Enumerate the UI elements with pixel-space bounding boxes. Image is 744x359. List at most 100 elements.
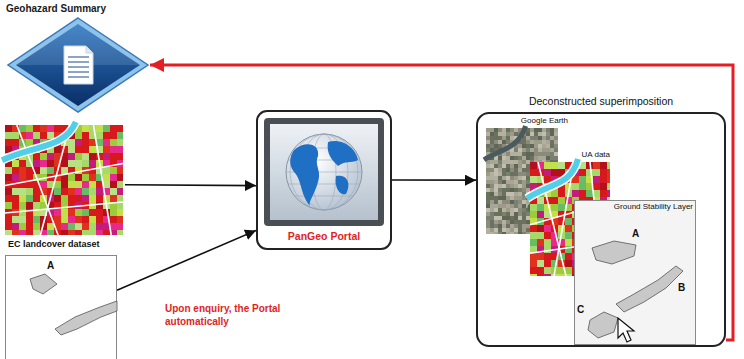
satellite-pixel: [554, 156, 558, 160]
satellite-pixel: [494, 172, 498, 176]
landcover-patch: [12, 230, 19, 235]
satellite-pixel: [510, 168, 514, 172]
landcover-patch: [33, 230, 40, 235]
landcover-patch: [75, 188, 82, 195]
landcover-patch: [110, 223, 117, 230]
hazard-polygon: [592, 241, 636, 264]
satellite-pixel: [518, 228, 522, 232]
satellite-pixel: [546, 156, 550, 160]
node-artwork: [2, 122, 123, 235]
landcover-patch: [12, 174, 19, 181]
satellite-pixel: [546, 128, 550, 132]
node-artwork: [257, 111, 391, 249]
satellite-pixel: [550, 140, 554, 144]
node-label: EC landcover dataset: [8, 239, 100, 249]
satellite-pixel: [502, 224, 506, 228]
satellite-pixel: [522, 208, 526, 212]
landcover-patch: [89, 139, 96, 146]
satellite-pixel: [518, 196, 522, 200]
landcover-patch: [75, 181, 82, 188]
satellite-pixel: [506, 164, 510, 168]
document-line: [68, 61, 89, 62]
ua-data-patch: [551, 204, 558, 211]
landcover-patch: [75, 132, 82, 139]
satellite-pixel: [498, 224, 502, 228]
satellite-pixel: [510, 196, 514, 200]
satellite-pixel: [494, 136, 498, 140]
satellite-pixel: [490, 228, 494, 232]
ua-data-patch: [544, 162, 551, 169]
hazard-polygon: [588, 312, 618, 338]
satellite-pixel: [502, 192, 506, 196]
landcover-patch: [68, 230, 75, 235]
satellite-pixel: [542, 140, 546, 144]
landcover-patch: [47, 160, 54, 167]
landcover-patch: [117, 209, 123, 216]
globe-parallel: [295, 196, 354, 197]
satellite-pixel: [506, 140, 510, 144]
ua-data-patch: [544, 274, 551, 276]
satellite-pixel: [494, 204, 498, 208]
landcover-river: [2, 122, 76, 160]
landcover-patch: [68, 160, 75, 167]
satellite-pixel: [546, 132, 550, 136]
landcover-patch: [19, 209, 26, 216]
satellite-pixel: [522, 220, 526, 224]
note-text: Upon enquiry, the Portal automatically: [165, 302, 295, 328]
landcover-patch: [110, 195, 117, 202]
ua-data-patch: [593, 183, 600, 190]
satellite-pixel: [510, 208, 514, 212]
satellite-pixel: [550, 148, 554, 152]
landcover-patch: [33, 195, 40, 202]
document-icon: [64, 46, 93, 84]
satellite-pixel: [510, 172, 514, 176]
satellite-pixel: [498, 184, 502, 188]
ua-data-patch: [544, 246, 551, 253]
landcover-patch: [40, 181, 47, 188]
node-artwork: [6, 256, 118, 359]
satellite-pixel: [494, 228, 498, 232]
ua-data-patch: [565, 232, 572, 239]
satellite-pixel: [490, 188, 494, 192]
landcover-patch: [26, 125, 33, 132]
satellite-pixel: [490, 148, 494, 152]
landcover-patch: [61, 195, 68, 202]
satellite-pixel: [526, 148, 530, 152]
landcover-patch: [110, 188, 117, 195]
satellite-pixel: [518, 168, 522, 172]
satellite-pixel: [514, 216, 518, 220]
satellite-pixel: [506, 128, 510, 132]
ua-data-patch: [551, 162, 558, 169]
satellite-pixel: [542, 152, 546, 156]
landcover-patch: [89, 174, 96, 181]
ua-data-patch: [544, 260, 551, 267]
satellite-pixel: [494, 192, 498, 196]
satellite-pixel: [518, 188, 522, 192]
landcover-patch: [110, 167, 117, 174]
ua-data-patch: [579, 169, 586, 176]
satellite-pixel: [514, 176, 518, 180]
satellite-pixel: [522, 224, 526, 228]
satellite-pixel: [530, 136, 534, 140]
landcover-patch: [61, 181, 68, 188]
summary-diamond: [8, 18, 148, 112]
satellite-pixel: [510, 184, 514, 188]
satellite-pixel: [526, 228, 530, 232]
landcover-patch: [19, 125, 26, 132]
satellite-pixel: [502, 216, 506, 220]
satellite-pixel: [506, 216, 510, 220]
satellite-pixel: [510, 200, 514, 204]
ua-data-patch: [593, 176, 600, 183]
landcover-patch: [110, 132, 117, 139]
landcover-patch: [117, 188, 123, 195]
satellite-pixel: [490, 164, 494, 168]
satellite-pixel: [526, 180, 530, 184]
satellite-pixel: [506, 232, 510, 234]
satellite-pixel: [510, 188, 514, 192]
landcover-patch: [68, 209, 75, 216]
landcover-patch: [82, 230, 89, 235]
ua-data-patch: [537, 253, 544, 260]
node-shape: [5, 255, 117, 359]
landcover-patch: [103, 132, 110, 139]
satellite-pixel: [510, 204, 514, 208]
